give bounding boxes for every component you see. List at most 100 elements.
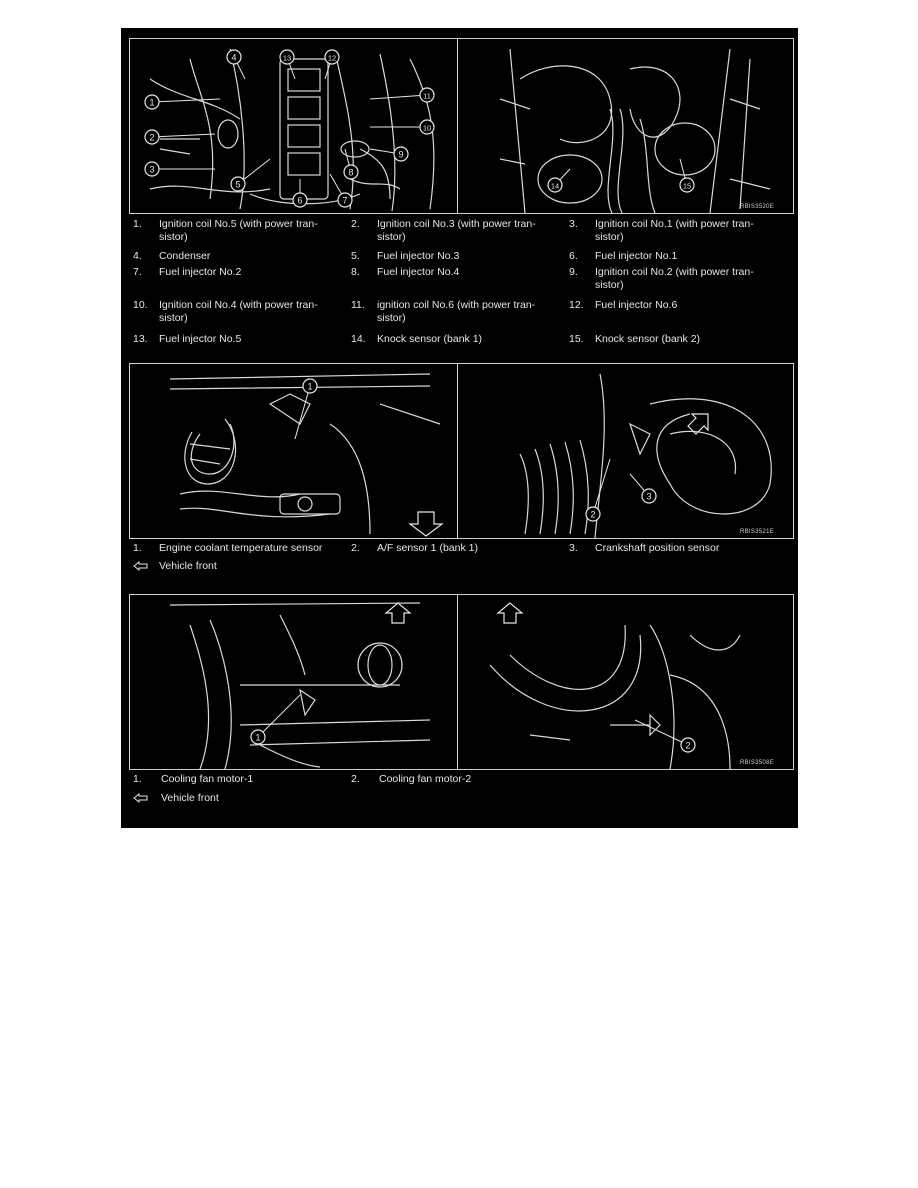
legend-item-number: 1. [133, 218, 142, 230]
legend-item-text: Engine coolant temperature sensor [159, 542, 323, 554]
legend-item-number: 1. [133, 773, 142, 785]
legend-item-number: 10. [133, 299, 148, 311]
legend-item-text: Fuel injector No.6 [595, 299, 678, 311]
legend-item-text: Ignition coil No.5 (with power tran- sis… [159, 218, 318, 243]
figure-1-legend: 1. Ignition coil No.5 (with power tran- s… [133, 218, 793, 348]
callout-number: 13 [283, 53, 291, 62]
figure-1-code: RBIS3520E [740, 204, 775, 210]
vehicle-front-arrow-icon [133, 561, 148, 571]
figure-3-callout-1: 1 [250, 694, 301, 745]
figure-2-frame: 1 2 3 RBIS3521E [129, 363, 794, 539]
figure-1-engine-drawing [149, 48, 771, 213]
legend-item-number: 4. [133, 250, 142, 262]
figure-1-divider [457, 39, 458, 213]
legend-item-number: 1. [133, 542, 142, 554]
figure-1-callout-9: 9 [369, 146, 409, 162]
callout-number: 10 [423, 123, 431, 132]
figure-1-callout-10: 10 [370, 119, 435, 135]
figure-2-callout-1: 1 [294, 378, 318, 440]
legend-item-number: 9. [569, 266, 578, 278]
legend-item-number: 13. [133, 333, 148, 345]
vehicle-front-label: Vehicle front [161, 792, 219, 804]
callout-number: 2 [685, 740, 690, 750]
legend-item-text: Knock sensor (bank 1) [377, 333, 483, 345]
callout-number: 1 [149, 97, 154, 107]
callout-number: 11 [423, 91, 431, 100]
legend-item-text: Fuel injector No.4 [377, 266, 460, 278]
callout-number: 8 [348, 167, 353, 177]
callout-number: 2 [149, 132, 154, 142]
callout-number: 3 [149, 164, 154, 174]
legend-item-text: Crankshaft position sensor [595, 542, 720, 554]
figure-2-callouts: 1 2 3 [294, 378, 657, 522]
figure-1-callout-7: 7 [329, 173, 353, 208]
figure-3-vehicle-front-note: Vehicle front [133, 792, 333, 806]
figure-3-code: RBIS3508E [740, 760, 775, 766]
legend-item-number: 8. [351, 266, 360, 278]
legend-item-number: 2. [351, 542, 360, 554]
figure-3-engine-drawing [169, 602, 741, 769]
vehicle-front-arrow-icon [133, 793, 148, 803]
figure-1-callout-6: 6 [292, 179, 308, 208]
callout-number: 7 [342, 195, 347, 205]
figure-1-callout-11: 11 [369, 87, 435, 103]
figure-2-callout-2: 2 [585, 458, 611, 522]
legend-item-text: Ignition coil No.1 (with power tran- sis… [595, 218, 754, 243]
callout-number: 1 [307, 381, 312, 391]
callout-number: 6 [297, 195, 302, 205]
legend-item-number: 12. [569, 299, 584, 311]
callout-number: 2 [590, 509, 595, 519]
legend-item-text: Knock sensor (bank 2) [595, 333, 701, 345]
legend-item-text: Fuel injector No.2 [159, 266, 242, 278]
legend-item-number: 15. [569, 333, 584, 345]
legend-item-text: A/F sensor 1 (bank 1) [377, 542, 478, 554]
figure-1-callout-4: 4 [226, 49, 246, 80]
figure-1-callout-8: 8 [343, 148, 359, 180]
legend-item-number: 5. [351, 250, 360, 262]
figure-1-callout-15: 15 [679, 158, 695, 193]
legend-item-text: Fuel injector No.5 [159, 333, 242, 345]
legend-item-number: 7. [133, 266, 142, 278]
legend-item-text: Condenser [159, 250, 211, 262]
figure-2-code: RBIS3521E [740, 529, 775, 535]
figure-3-callouts: 12 [250, 694, 696, 753]
figure-2-vehicle-front-note: Vehicle front [133, 560, 333, 574]
figure-2-legend: 1. Engine coolant temperature sensor 2. A/F… [133, 542, 793, 562]
legend-item-number: 2. [351, 773, 360, 785]
legend-item-text: Ignition coil No.3 (with power tran- sis… [377, 218, 536, 243]
legend-item-text: Fuel injector No.1 [595, 250, 678, 262]
legend-item-number: 2. [351, 218, 360, 230]
legend-item-number: 6. [569, 250, 578, 262]
figure-1-callout-2: 2 [144, 129, 216, 145]
callout-number: 1 [255, 732, 260, 742]
legend-item-number: 14. [351, 333, 366, 345]
legend-item-text: Ignition coil No.4 (with power tran- sis… [159, 299, 318, 324]
callout-number: 14 [551, 181, 559, 190]
legend-item-text: ignition coil No.6 (with power tran- sis… [377, 299, 536, 324]
vehicle-front-label: Vehicle front [159, 560, 217, 572]
figure-3-callout-2: 2 [634, 719, 696, 753]
legend-item-number: 3. [569, 218, 578, 230]
legend-item-text: Ignition coil No.2 (with power tran- sis… [595, 266, 754, 291]
figure-2-divider [457, 364, 458, 538]
callout-number: 9 [398, 149, 403, 159]
callout-number: 3 [646, 491, 651, 501]
figure-1-callout-14: 14 [547, 168, 571, 193]
legend-item-text: Cooling fan motor-2 [379, 773, 472, 785]
callout-number: 5 [235, 179, 240, 189]
callout-number: 4 [231, 52, 236, 62]
figure-2-callout-3: 3 [629, 473, 657, 504]
callout-number: 15 [683, 181, 691, 190]
figure-1-callout-13: 13 [279, 49, 296, 80]
figure-2-engine-drawing [169, 373, 772, 538]
figure-1-callout-1: 1 [144, 94, 221, 110]
legend-item-text: Cooling fan motor-1 [161, 773, 254, 785]
legend-item-text: Fuel injector No.3 [377, 250, 460, 262]
legend-item-number: 11. [351, 299, 365, 311]
figure-1-callout-5: 5 [230, 158, 271, 192]
figure-3-divider [457, 595, 458, 769]
